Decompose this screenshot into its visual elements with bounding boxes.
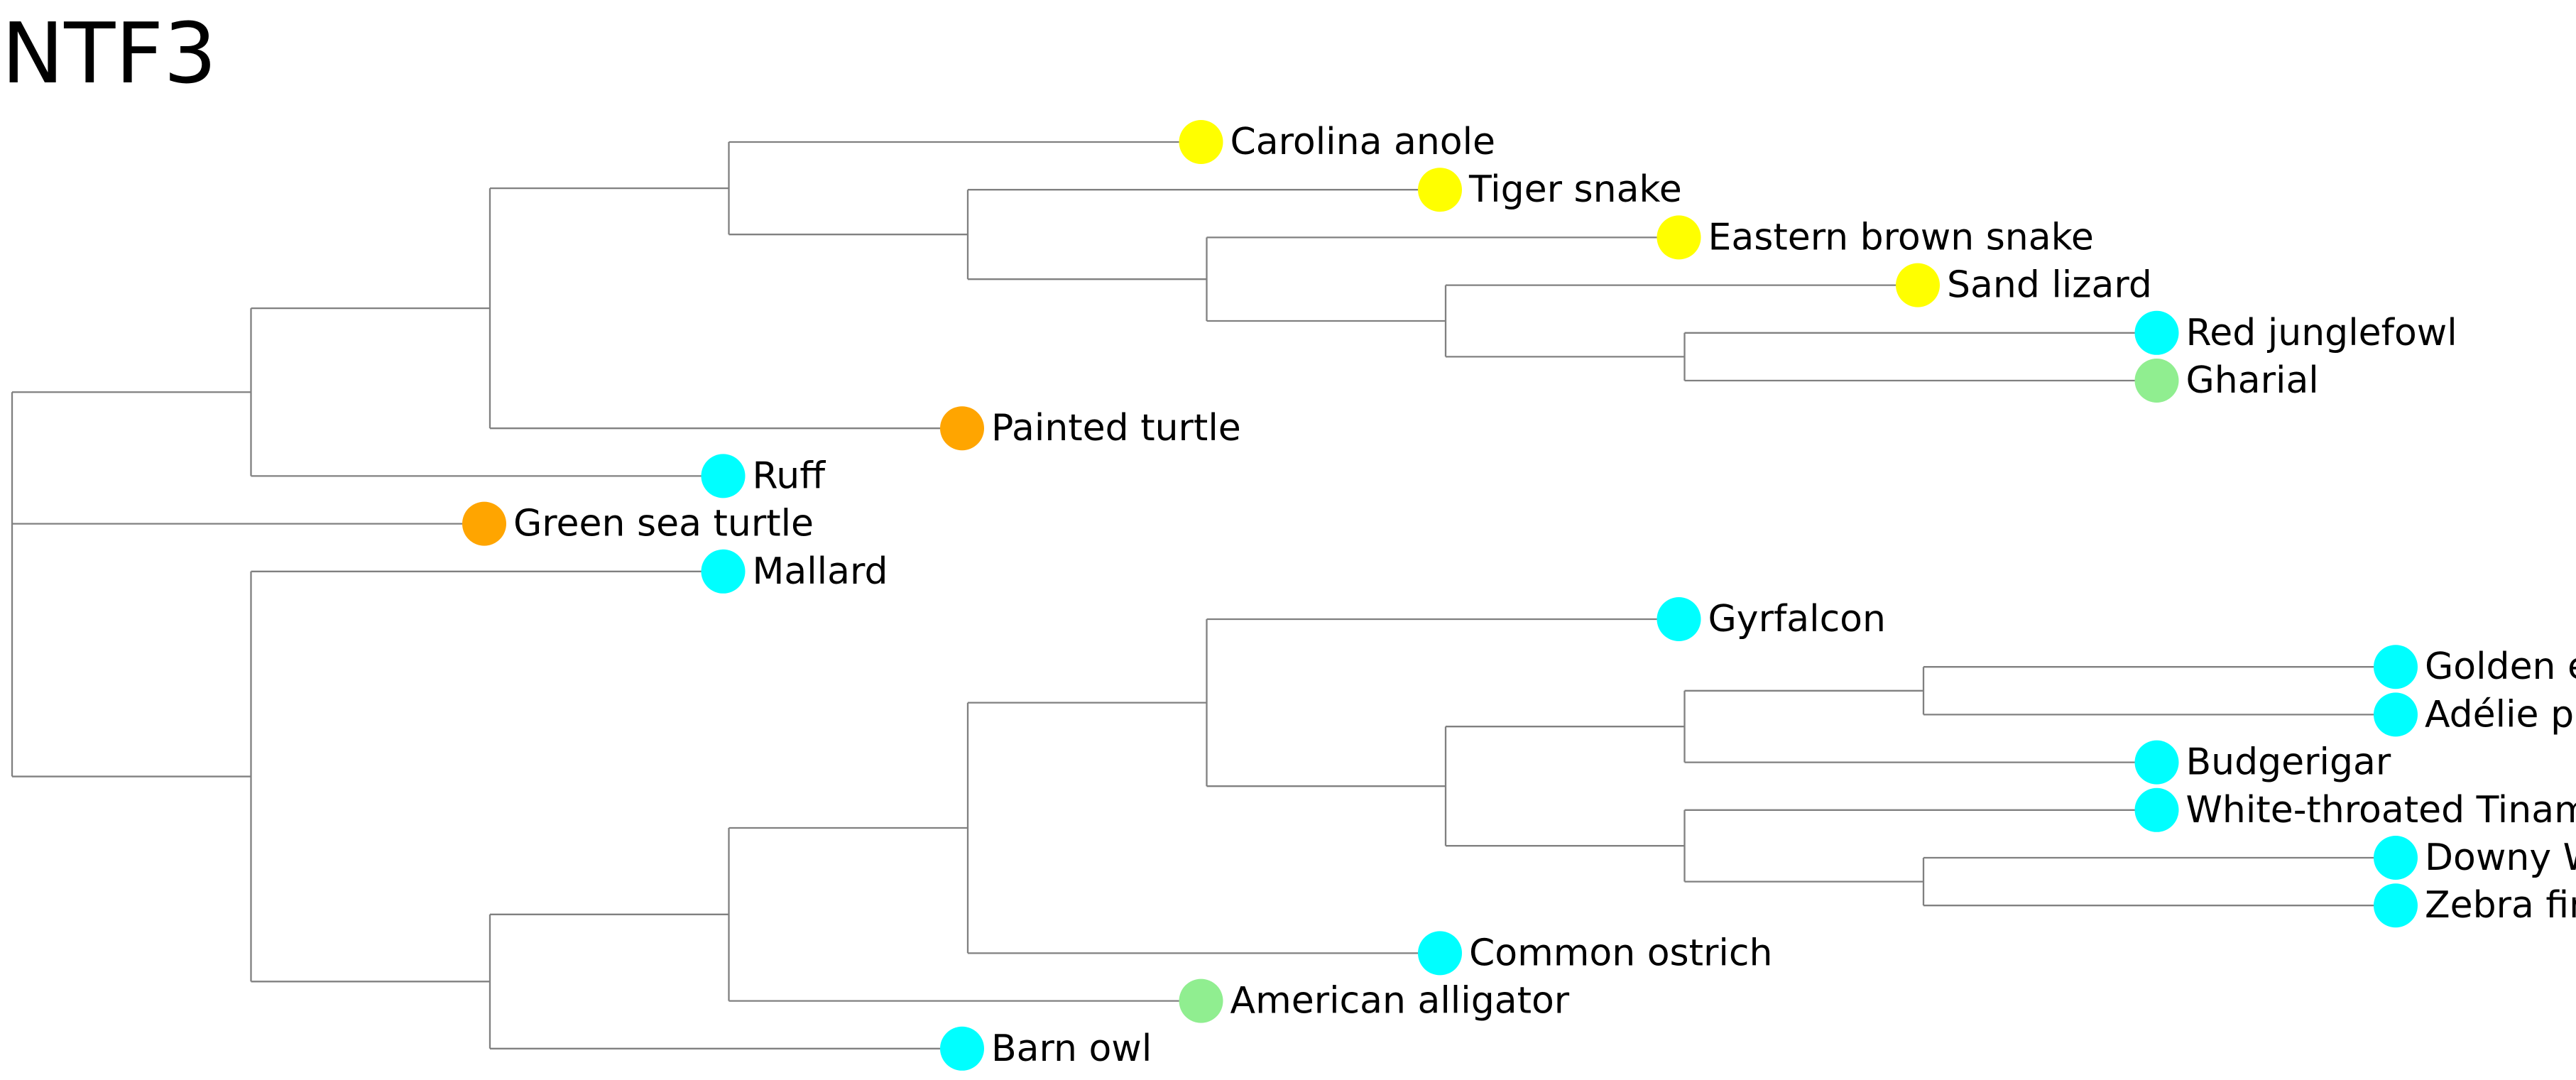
leaf-label-painted-turtle: Painted turtle (991, 407, 1241, 449)
leaf-label-common-ostrich: Common ostrich (1469, 932, 1772, 974)
leaf-marker-carolina-anole (1179, 120, 1223, 164)
leaf-label-carolina-anole: Carolina anole (1230, 121, 1496, 163)
leaf-label-golden-eagle: Golden eagle (2425, 645, 2576, 688)
leaf-label-ruff: Ruff (753, 454, 826, 497)
leaf-marker-budgerigar (2134, 740, 2179, 785)
leaf-marker-green-sea-turtle (462, 501, 506, 546)
leaf-label-zebra-finch: Zebra finch (2425, 884, 2576, 927)
leaf-marker-tiger-snake (1418, 168, 1462, 212)
leaf-label-red-junglefowl: Red junglefowl (2186, 312, 2457, 354)
leaf-label-adelie-penguin: Adélie penguin (2425, 693, 2576, 736)
leaf-marker-gyrfalcon (1657, 597, 1701, 641)
leaf-marker-ruff (701, 454, 746, 498)
leaf-label-gyrfalcon: Gyrfalcon (1708, 598, 1886, 640)
leaf-label-white-throated-tinamou: White-throated Tinamou (2186, 789, 2576, 831)
page-title: NTF3 (1, 4, 217, 102)
leaf-marker-common-ostrich (1418, 931, 1462, 976)
leaf-marker-mallard (701, 549, 746, 594)
leaf-label-downy-woodpecker: Downy Woodpecker (2425, 836, 2576, 879)
leaf-marker-downy-woodpecker (2374, 836, 2418, 880)
leaf-marker-gharial (2134, 359, 2179, 403)
leaf-marker-eastern-brown-snake (1657, 215, 1701, 260)
leaf-label-gharial: Gharial (2186, 359, 2319, 402)
leaf-label-eastern-brown-snake: Eastern brown snake (1708, 216, 2094, 258)
leaf-label-sand-lizard: Sand lizard (1947, 264, 2152, 307)
leaf-marker-barn-owl (940, 1026, 984, 1071)
leaf-marker-golden-eagle (2374, 645, 2418, 689)
leaf-label-american-alligator: American alligator (1230, 980, 1570, 1022)
leaf-label-tiger-snake: Tiger snake (1468, 168, 1682, 211)
leaf-label-mallard: Mallard (753, 550, 888, 593)
leaf-marker-zebra-finch (2374, 883, 2418, 928)
leaf-marker-sand-lizard (1896, 263, 1940, 307)
leaf-markers (462, 120, 2418, 1071)
leaf-marker-white-throated-tinamou (2134, 787, 2179, 832)
tree-branches (11, 141, 2374, 1049)
leaf-marker-red-junglefowl (2134, 310, 2179, 355)
leaf-label-green-sea-turtle: Green sea turtle (513, 503, 814, 545)
leaf-marker-painted-turtle (940, 406, 984, 451)
leaf-marker-american-alligator (1179, 978, 1223, 1023)
leaf-label-budgerigar: Budgerigar (2186, 741, 2391, 784)
leaf-marker-adelie-penguin (2374, 692, 2418, 737)
leaf-label-barn-owl: Barn owl (991, 1027, 1152, 1070)
